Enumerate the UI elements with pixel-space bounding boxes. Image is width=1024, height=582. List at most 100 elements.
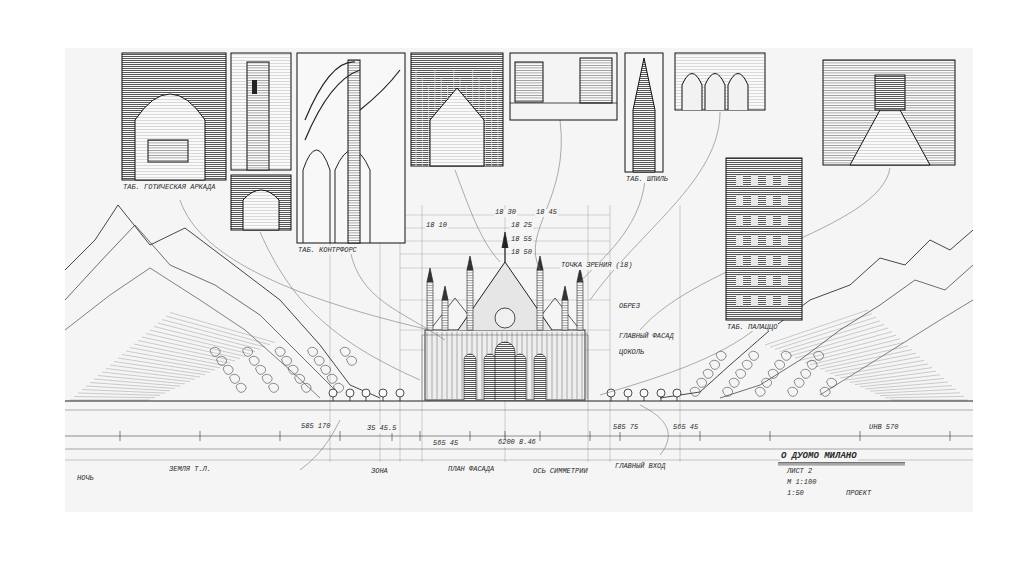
engraving-window — [736, 235, 743, 246]
sketch-line — [166, 316, 270, 345]
sketch-line — [770, 431, 771, 441]
sketch-line — [333, 397, 334, 401]
sketch-line — [477, 332, 478, 399]
rock-sketch — [210, 347, 220, 356]
leader-line — [640, 405, 668, 455]
sketch-line — [830, 357, 920, 374]
rock-sketch — [814, 351, 824, 360]
sketch-line — [130, 348, 225, 366]
rock-sketch — [781, 351, 791, 360]
sketch-line — [470, 431, 471, 441]
engraving-pier — [348, 60, 360, 243]
engraving-gable — [430, 88, 484, 166]
annotation-note: ЗОНА — [370, 468, 389, 476]
title-underline — [778, 462, 905, 463]
engraving-window — [766, 195, 773, 206]
dimension-note: 565 45 — [672, 424, 699, 432]
sketch-line — [110, 365, 200, 377]
rock-sketch — [775, 360, 785, 369]
rock-sketch — [327, 374, 337, 383]
engraving-frame — [675, 53, 765, 110]
rock-sketch — [807, 360, 817, 369]
portal — [464, 354, 476, 400]
sketch-line — [126, 351, 220, 368]
sketch-line — [628, 397, 629, 401]
sketch-line — [134, 344, 230, 363]
title-block-text: ПРОЕКТ — [845, 490, 872, 498]
rock-sketch — [755, 387, 765, 396]
illustration — [65, 48, 973, 512]
tree-symbol — [607, 389, 615, 397]
sketch-line — [78, 393, 160, 395]
sketch-line — [491, 70, 492, 166]
engraving-courtyard — [850, 110, 930, 165]
sketch-line — [611, 397, 612, 401]
sketch-line — [467, 256, 473, 270]
sketch-line — [485, 86, 486, 166]
engraving-window — [736, 175, 743, 186]
sketch-line — [820, 300, 973, 395]
sketch-line — [825, 353, 916, 371]
sketch-line — [950, 431, 951, 441]
paper-sheet — [65, 48, 973, 512]
rock-sketch — [710, 360, 720, 369]
dimension-note: 18 50 — [510, 249, 533, 257]
rock-sketch — [801, 369, 811, 378]
sketch-line — [366, 397, 367, 401]
sketch-line — [82, 390, 165, 394]
sketch-line — [532, 332, 533, 399]
sketch-line — [65, 225, 335, 390]
sketch-line — [400, 205, 401, 462]
engraving-tower — [247, 62, 269, 170]
sketch-line — [497, 78, 498, 166]
rock-sketch — [723, 387, 733, 396]
spire-shaft — [577, 282, 583, 330]
rock-sketch — [827, 378, 837, 387]
engraving-frame — [231, 53, 291, 170]
portal — [514, 354, 526, 400]
sketch-line — [447, 332, 448, 399]
rock-sketch — [223, 365, 233, 374]
dimension-note: 585 170 — [300, 423, 331, 431]
dimension-note: ЦОКОЛЬ — [618, 349, 645, 357]
annotation-note: ЗЕМЛЯ Т.Л. — [168, 466, 212, 474]
sketch-line — [158, 323, 260, 349]
engraving-detail — [148, 140, 188, 162]
sketch-line — [885, 396, 964, 397]
rose-window — [495, 308, 515, 328]
sketch-line — [780, 321, 880, 352]
sketch-line — [458, 262, 552, 330]
sketch-line — [427, 332, 428, 399]
sketch-line — [562, 332, 563, 399]
sketch-line — [577, 332, 578, 399]
sketch-line — [452, 332, 453, 399]
dimension-note: 565 45 — [432, 440, 459, 448]
sketch-line — [170, 313, 275, 343]
engraving-window — [766, 295, 773, 306]
sketch-line — [677, 397, 678, 401]
rock-sketch — [236, 383, 246, 392]
dimension-note: 18 55 — [510, 236, 533, 244]
sketch-line — [340, 431, 341, 441]
sketch-line — [845, 368, 932, 381]
sketch-line — [65, 449, 973, 450]
sketch-line — [870, 386, 952, 392]
rock-sketch — [308, 347, 318, 356]
sketch-line — [562, 286, 568, 300]
tree-symbol — [379, 389, 387, 397]
sketch-line — [567, 332, 568, 399]
sketch-line — [588, 205, 589, 462]
sketch-line — [810, 342, 904, 364]
spire-shaft — [537, 270, 543, 330]
engraving-arch — [705, 74, 725, 111]
rock-sketch — [262, 374, 272, 383]
rock-sketch — [249, 356, 259, 365]
sketch-line — [582, 332, 583, 399]
title-block-text: М 1:100 — [786, 479, 817, 487]
spire-shaft — [427, 282, 433, 330]
rock-sketch — [697, 378, 707, 387]
sketch-line — [785, 324, 884, 353]
sketch-line — [427, 268, 433, 282]
sketch-line — [610, 205, 611, 462]
engraving-arch — [303, 150, 330, 243]
